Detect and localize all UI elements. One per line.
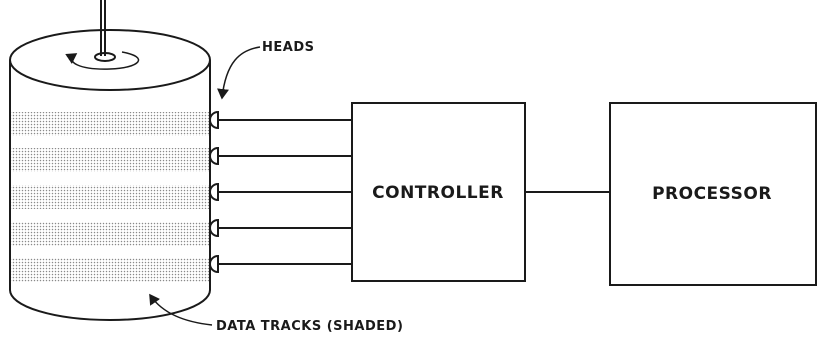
data-tracks-label: DATA TRACKS (SHADED)	[216, 319, 403, 334]
data-tracks-callout: DATA TRACKS (SHADED)	[149, 293, 403, 334]
heads-pointer-arrow-icon	[217, 46, 261, 100]
controller-block: CONTROLLER	[351, 102, 526, 282]
processor-label: PROCESSOR	[652, 184, 772, 204]
head	[209, 110, 352, 130]
data-track	[10, 258, 210, 282]
rotation-arrow-icon	[65, 51, 140, 70]
data-track	[10, 148, 210, 172]
data-track	[10, 222, 210, 246]
controller-label: CONTROLLER	[372, 183, 504, 203]
data-track	[10, 185, 210, 209]
head	[209, 146, 352, 166]
head	[209, 254, 352, 274]
disk-drum	[9, 29, 211, 321]
spindle	[100, 0, 106, 56]
processor-block: PROCESSOR	[609, 102, 817, 286]
heads-group	[209, 110, 352, 274]
data-track	[10, 112, 210, 136]
heads-label: HEADS	[262, 40, 314, 55]
heads-callout: HEADS	[217, 40, 314, 100]
hub	[94, 52, 116, 62]
head	[209, 182, 352, 202]
head	[209, 218, 352, 238]
data-tracks	[10, 112, 210, 282]
data-tracks-pointer-arrow-icon	[149, 293, 213, 326]
